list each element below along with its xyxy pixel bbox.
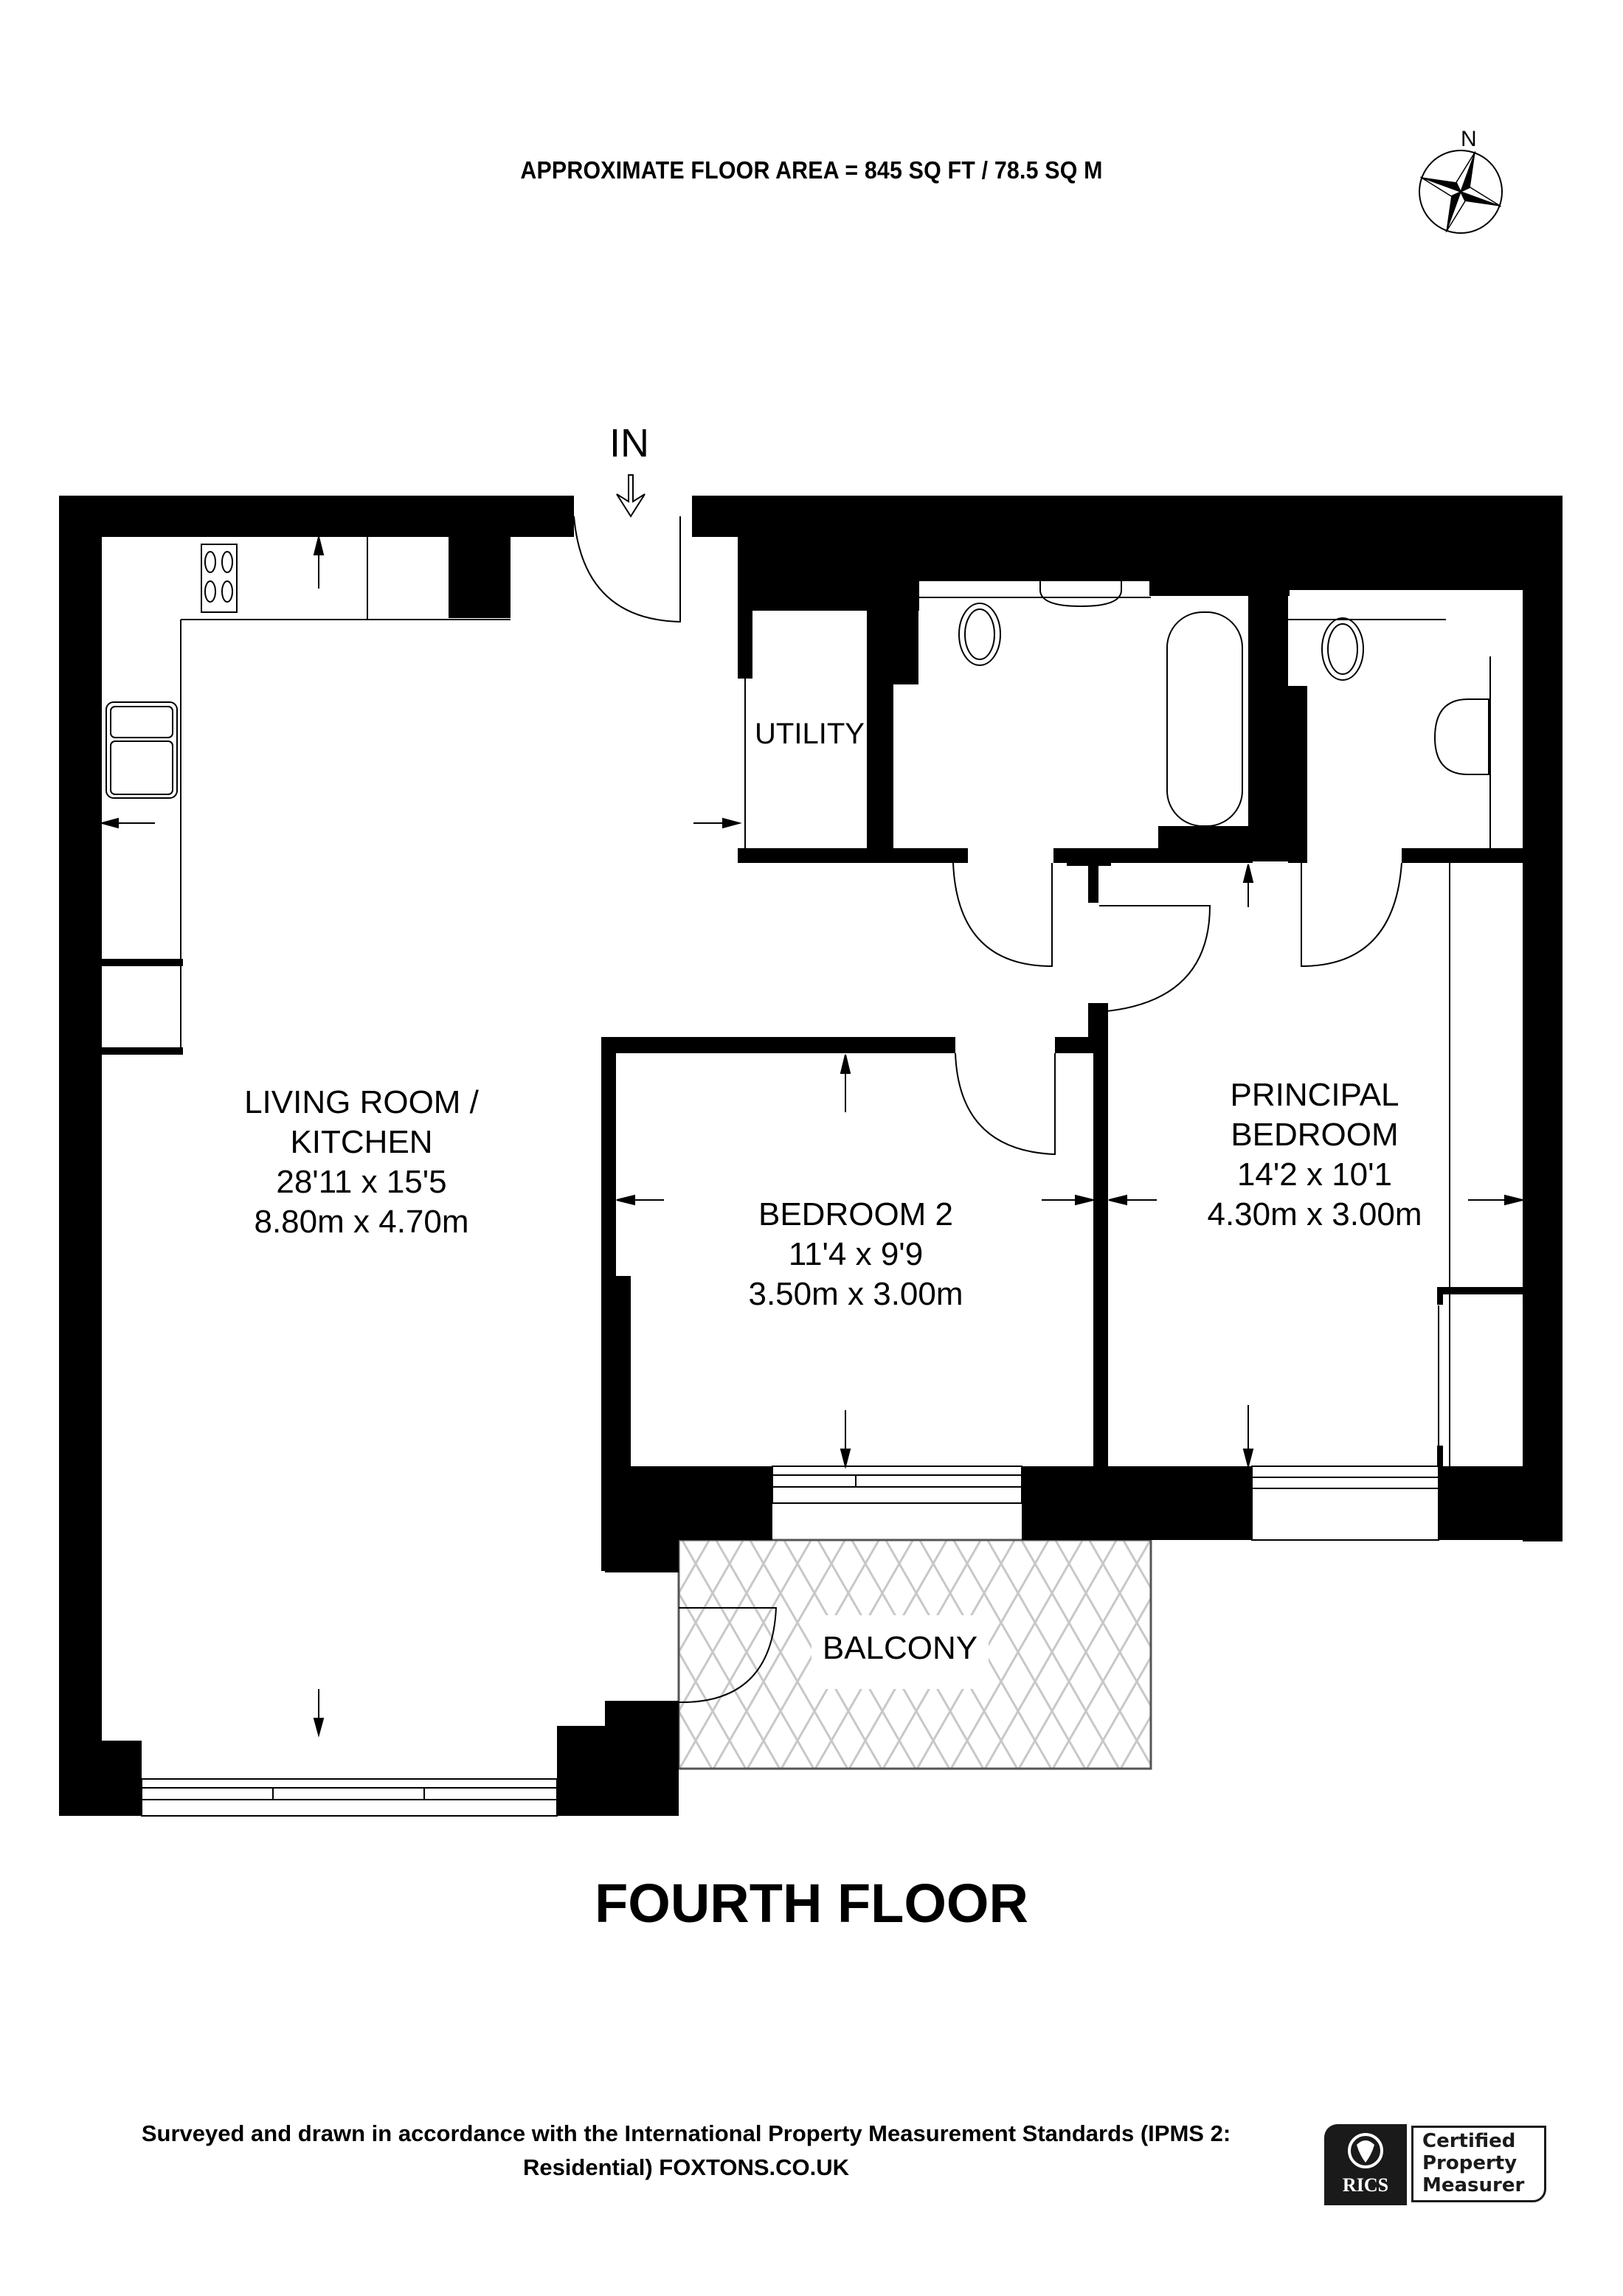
rics-logo-panel [1324,2124,1407,2205]
north-label: N [1461,127,1477,151]
toilet-icon [958,603,1001,666]
rics-certified-box [1411,2126,1546,2202]
compass-rose-icon [1419,150,1503,234]
toilet-icon [1321,617,1364,681]
partitions [180,537,1491,1466]
door-swings [573,516,1402,1704]
room-utility: UTILITY [745,714,874,754]
rics-wordmark: RICS [1342,2174,1389,2196]
survey-disclaimer: Surveyed and drawn in accordance with th… [44,2117,1328,2185]
room-living-kitchen: LIVING ROOM / KITCHEN 28'11 x 15'5 8.80m… [192,1083,531,1242]
disclaimer-line-1: Surveyed and drawn in accordance with th… [141,2120,1231,2146]
room-name: BALCONY [822,1630,978,1666]
walls [59,496,1563,1816]
disclaimer-line-2: Residential) FOXTONS.CO.UK [522,2154,850,2180]
bathtub-icon [1166,611,1243,827]
windows [141,1466,1439,1817]
badge-line-2: Property [1422,2152,1518,2174]
floor-title: FOURTH FLOOR [595,1873,1028,1934]
hob-icon [201,544,238,613]
room-dimensions-metric: 3.50m x 3.00m [748,1276,963,1312]
badge-line-3: Measurer [1422,2174,1525,2196]
room-name: PRINCIPAL [1230,1077,1399,1113]
room-name: LIVING ROOM / [244,1084,479,1120]
room-dimensions-metric: 4.30m x 3.00m [1207,1196,1422,1232]
badge-line-1: Certified [1422,2130,1516,2152]
dimension-arrows [99,536,1523,1738]
room-dimensions-metric: 8.80m x 4.70m [254,1204,469,1240]
entrance-label: IN [609,421,649,465]
room-dimensions-imperial: 28'11 x 15'5 [276,1164,447,1200]
floor-area-title: APPROXIMATE FLOOR AREA = 845 SQ FT / 78.… [520,156,1103,184]
room-name: KITCHEN [290,1124,433,1160]
room-bedroom-2: BEDROOM 2 11'4 x 9'9 3.50m x 3.00m [686,1195,1025,1314]
room-balcony: BALCONY [797,1629,1003,1668]
rics-certified-text: Certified Property Measurer [1422,2130,1524,2196]
basin-icon [1039,549,1122,608]
room-name: UTILITY [755,718,865,750]
double-sink-icon [105,701,178,799]
room-name: BEDROOM 2 [758,1196,954,1232]
room-principal-bedroom: PRINCIPAL BEDROOM 14'2 x 10'1 4.30m x 3.… [1145,1075,1484,1235]
entrance-arrow-icon [616,474,646,518]
basin-icon [1433,698,1489,775]
balcony-area [677,1539,1152,1770]
rics-lion-icon [1348,2133,1383,2168]
room-dimensions-imperial: 11'4 x 9'9 [788,1236,924,1272]
room-name: BEDROOM [1231,1117,1399,1153]
room-dimensions-imperial: 14'2 x 10'1 [1236,1156,1393,1193]
